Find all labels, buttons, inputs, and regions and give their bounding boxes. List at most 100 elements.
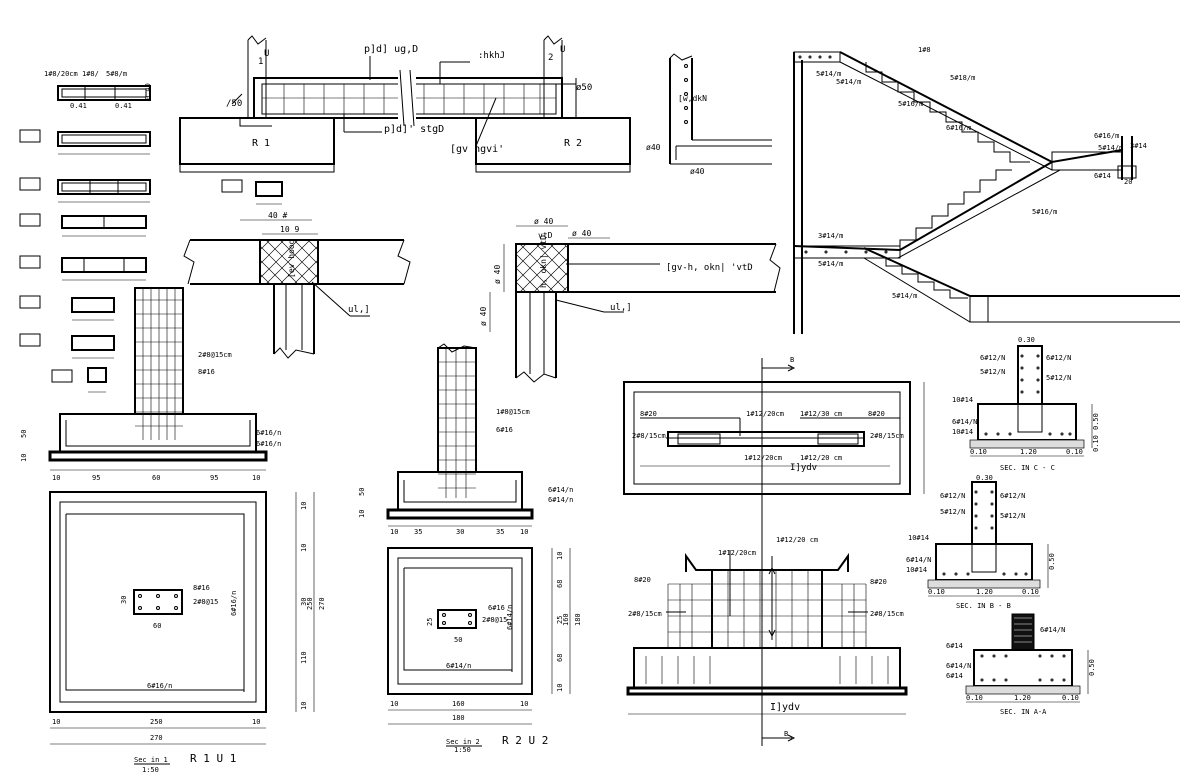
f2-dim-3: 30 — [456, 528, 464, 536]
seca-title: SEC. IN A-A — [1000, 708, 1047, 716]
cf-plan-label-2: 1#12/20cm — [746, 410, 784, 418]
f2-section-label: Sec in 2 — [446, 738, 480, 746]
stair-label-14: 5#14/m — [892, 292, 917, 300]
f1-dim-5: 10 — [252, 474, 260, 482]
seca-l1: 6#14/N — [1040, 626, 1065, 634]
seca-l3: 6#14/N — [946, 662, 971, 670]
f1-bar-bottom: 6#16/n — [256, 440, 281, 448]
f1-dim-1: 10 — [52, 474, 60, 482]
secc-title: SEC. IN C - C — [1000, 464, 1055, 472]
f2-dim-2: 35 — [414, 528, 422, 536]
f1-vdim-270: 270 — [318, 597, 326, 610]
sec-top-label-3: 5#8/m — [106, 70, 127, 78]
beam-support-r1: R 1 — [252, 138, 270, 149]
sec-top-dim-vert: 0.40 — [144, 83, 152, 100]
secc-l3: 5#12/N — [980, 368, 1005, 376]
f1-col-stirrup: 2#8@15cm — [198, 351, 232, 359]
section-mark-b-top: B — [790, 356, 794, 364]
f2-dim-5: 10 — [520, 528, 528, 536]
joint2-label-ul: ul,] — [610, 303, 632, 313]
stair-label-12: 3#14/m — [818, 232, 843, 240]
secc-l4: 5#12/N — [1046, 374, 1071, 382]
wall-label: [w,dkN — [678, 94, 707, 103]
section-mark-b-bottom: B — [784, 730, 788, 738]
secb-l4: 5#12/N — [1000, 512, 1025, 520]
stair-label-10: 6#14 — [1094, 172, 1111, 180]
joint2-dim-vert: ø 40 — [493, 265, 502, 284]
footing-1-plan: 8#16 2#8@15 60 30 6#16/n 6#16/n 10 10 30… — [49, 491, 326, 774]
secc-l2: 6#12/N — [1046, 354, 1071, 362]
secc-w3: 0.10 — [1066, 448, 1083, 456]
f1-hdim-2: 10 — [252, 718, 260, 726]
f1-vdim-5: 10 — [300, 702, 308, 710]
f1-vdim-4: 110 — [300, 651, 308, 664]
secc-l1: 6#12/N — [980, 354, 1005, 362]
stair-label-4: 5#14/m — [836, 78, 861, 86]
stair-label-1: 1#8 — [918, 46, 931, 54]
f1-height-10: 10 — [20, 454, 28, 462]
footing-2-elevation: 1#8@15cm 6#16 6#14/n 6#14/n 50 10 10 35 … — [358, 343, 573, 536]
beam-label-upper-right: :hkhJ — [478, 51, 505, 61]
secc-l6: 6#14/N — [952, 418, 977, 426]
f1-scale: 1:50 — [142, 766, 159, 774]
footing-1-elevation: 2#8@15cm 8#16 6#16/n 6#16/n 50 10 10 95 … — [20, 287, 281, 482]
f2-hdim-160: 160 — [452, 700, 465, 708]
stair-label-6: 6#16/m — [946, 124, 971, 132]
f2-vdim-1: 10 — [556, 552, 564, 560]
joint1-width-10: 10 9 — [280, 225, 299, 234]
secc-top-dim: 0.30 — [1018, 336, 1035, 344]
f1-plan-right-bar: 6#16/n — [230, 591, 238, 616]
f1-vdim-3: 30 — [300, 598, 308, 606]
seca-w1: 0.10 — [966, 694, 983, 702]
beam-col-u1: U — [264, 49, 269, 59]
f2-hdim-180: 180 — [452, 714, 465, 722]
joint2-vert-label: h, okn| vtD — [539, 235, 548, 288]
f2-plan-col-bars: 6#16 — [488, 604, 505, 612]
secb-w3: 0.10 — [1022, 588, 1039, 596]
stair-label-20: 20 — [1124, 178, 1132, 186]
cf-elev-label-4: 8#20 — [870, 578, 887, 586]
f1-section-label: Sec in 1 — [134, 756, 168, 764]
section-b-b: 0.30 6#12/N 6#12/N 5#12/N 5#12/N 10#14 6… — [906, 474, 1056, 610]
beam-dim-50-left: /50 — [226, 99, 242, 109]
secb-l3: 5#12/N — [940, 508, 965, 516]
cf-plan-label-1: 8#20 — [640, 410, 657, 418]
secc-l7: 10#14 — [952, 428, 973, 436]
stair-label-5: 5#16/m — [898, 100, 923, 108]
beam-col-2: 2 — [548, 53, 553, 63]
f2-height-10: 10 — [358, 510, 366, 518]
wall-corner-detail: [w,dkN ø40 ø40 — [646, 53, 772, 176]
secc-l5: 10#14 — [952, 396, 973, 404]
f2-height-50: 50 — [358, 488, 366, 496]
secb-l6: 6#14/N — [906, 556, 931, 564]
beam-label-bottom-right: [gv hgvi' — [450, 144, 504, 155]
stair-label-9: 3#14 — [1130, 142, 1147, 150]
beam-label-bottom: p]d]' stgD — [384, 124, 444, 135]
cf-elev-label-6: 2#8/15cm — [870, 610, 904, 618]
secb-l1: 6#12/N — [940, 492, 965, 500]
f1-title: R 1 U 1 — [190, 752, 236, 765]
f1-hdim-1: 10 — [52, 718, 60, 726]
f1-hdim-270: 270 — [150, 734, 163, 742]
stair-label-3: 5#14/m — [816, 70, 841, 78]
stair-label-8: 5#14/m — [1098, 144, 1123, 152]
secb-l7: 10#14 — [906, 566, 927, 574]
secc-h: 0.50 — [1092, 413, 1100, 430]
sec-top-dim-1: 0.41 — [70, 102, 87, 110]
f2-title: R 2 U 2 — [502, 734, 548, 747]
cf-plan-label-7: 1#12/20cm — [744, 454, 782, 462]
section-a-a: 6#14/N 6#14 6#14/N 6#14 0.50 0.10 1.20 0… — [946, 613, 1096, 716]
joint2-dim-top: ø 40 — [534, 217, 553, 226]
f2-vdim-2: 68 — [556, 580, 564, 588]
secb-h: 0.50 — [1048, 553, 1056, 570]
f1-col-bars: 8#16 — [198, 368, 215, 376]
f2-hdim-1: 10 — [390, 700, 398, 708]
f2-plan-right-bar: 6#14/n — [506, 605, 514, 630]
f2-vdim-3: 25 — [556, 616, 564, 624]
f2-plan-col-stirrup: 2#8@15 — [482, 616, 507, 624]
secb-title: SEC. IN B - B — [956, 602, 1011, 610]
f2-hdim-2: 10 — [520, 700, 528, 708]
beam-label-top: p]d] ug,D — [364, 44, 418, 55]
f1-plan-w60: 60 — [153, 622, 161, 630]
seca-l4: 6#14 — [946, 672, 963, 680]
